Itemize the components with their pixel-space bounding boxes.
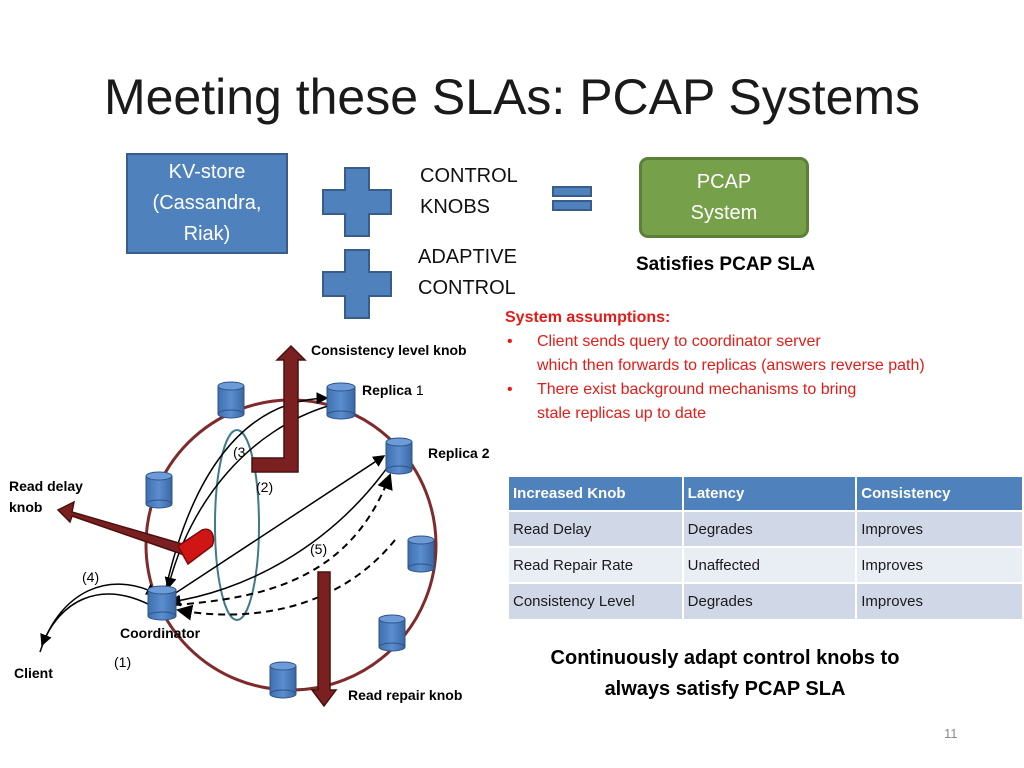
control-knobs-line-2: KNOBS: [420, 196, 491, 218]
read-repair-return-arrow: [176, 539, 396, 621]
table-cell: Consistency Level: [509, 582, 684, 619]
conclusion-line-2: always satisfy PCAP SLA: [604, 678, 846, 700]
assumptions-list: Client sends query to coordinator server…: [505, 330, 1005, 426]
kv-store-line-2: (Cassandra,: [152, 192, 262, 214]
adaptive-control-line-2: CONTROL: [418, 277, 516, 299]
response-arrow-replica2: [168, 460, 393, 607]
client-response-arrow: [40, 593, 151, 647]
table-row: Read Delay Degrades Improves: [509, 510, 1024, 547]
assumption-1-line-1: Client sends query to coordinator server: [537, 333, 821, 350]
satisfies-sla-label: Satisfies PCAP SLA: [636, 254, 816, 275]
column-header-consistency: Consistency: [856, 477, 1024, 511]
assumption-item: Client sends query to coordinator server…: [505, 330, 1005, 378]
assumption-2-line-1: There exist background mechanisms to bri…: [537, 381, 857, 398]
equals-icon-bottom: [552, 200, 592, 211]
assumptions-heading: System assumptions:: [505, 309, 671, 326]
server-cylinder: [217, 381, 245, 419]
conclusion-line-1: Continuously adapt control knobs to: [550, 647, 900, 669]
table-cell: Degrades: [682, 582, 858, 619]
plus-icon-1: [322, 167, 392, 237]
equals-icon-top: [552, 186, 592, 197]
table-cell: Read Delay: [509, 510, 684, 547]
read-delay-knob-label-1: Read delay: [9, 478, 83, 494]
adaptive-control-label: ADAPTIVE CONTROL: [418, 242, 517, 304]
table-cell: Improves: [856, 582, 1024, 619]
step-4-label: (4): [82, 569, 99, 585]
coordinator-ellipse: [214, 429, 260, 621]
request-arrow-replica2: [167, 455, 386, 599]
replica-2-label: Replica 2: [428, 445, 490, 461]
knob-effects-table: Increased Knob Latency Consistency Read …: [509, 477, 1024, 619]
table-row: Consistency Level Degrades Improves: [509, 582, 1024, 619]
step-3-label: (3: [233, 444, 246, 460]
plus-icon-2: [322, 249, 392, 319]
adaptive-control-line-1: ADAPTIVE: [418, 246, 517, 268]
assumption-2-line-2: stale replicas up to date: [537, 405, 706, 422]
table-row: Read Repair Rate Unaffected Improves: [509, 546, 1024, 583]
server-cylinders: [145, 381, 435, 699]
control-knobs-line-1: CONTROL: [420, 165, 518, 187]
pcap-system-box: PCAP System: [639, 157, 809, 238]
table-cell: Improves: [856, 510, 1024, 547]
server-cylinder: [145, 471, 173, 509]
step-5-label: (5): [310, 541, 327, 557]
server-cylinder: [378, 614, 406, 652]
read-delay-knob-label-2: knob: [9, 499, 42, 515]
kv-store-line-1: KV-store: [168, 161, 246, 183]
table-cell: Degrades: [682, 510, 858, 547]
consistency-knob-arrow: [251, 344, 307, 473]
read-delay-knob-handle: [177, 528, 215, 566]
kv-store-line-3: Riak): [183, 223, 231, 245]
read-repair-knob-arrow: [310, 571, 338, 708]
pcap-system-line-1: PCAP: [696, 170, 752, 193]
pcap-system-line-2: System: [690, 201, 758, 224]
page-number: 11: [944, 726, 958, 741]
column-header-latency: Latency: [682, 477, 858, 511]
read-repair-knob-label: Read repair knob: [348, 687, 462, 703]
client-label: Client: [14, 665, 53, 681]
control-knobs-label: CONTROL KNOBS: [420, 161, 518, 223]
system-assumptions: System assumptions: Client sends query t…: [505, 306, 1005, 426]
assumption-1-line-2: which then forwards to replicas (answers…: [537, 357, 925, 374]
response-arrow-replica1: [164, 405, 329, 590]
kv-store-box: KV-store (Cassandra, Riak): [126, 153, 288, 254]
slide-title: Meeting these SLAs: PCAP Systems: [103, 69, 921, 125]
replica-1-cylinder: [326, 382, 356, 420]
consistency-knob-label: Consistency level knob: [311, 342, 467, 358]
step-2-label: (2): [256, 479, 273, 495]
conclusion-text: Continuously adapt control knobs to alwa…: [520, 643, 930, 705]
table-cell: Improves: [856, 546, 1024, 583]
step-1-label: (1): [114, 654, 131, 670]
server-cylinder: [269, 661, 297, 699]
coordinator-cylinder: [147, 585, 177, 621]
replica-2-cylinder: [385, 437, 413, 475]
table-header-row: Increased Knob Latency Consistency: [509, 477, 1024, 511]
equation-symbols: [322, 167, 592, 319]
server-cylinder: [407, 535, 435, 573]
coordinator-label: Coordinator: [120, 625, 201, 641]
table-cell: Read Repair Rate: [509, 546, 684, 583]
read-delay-knob-arrow: [56, 500, 197, 559]
table-cell: Unaffected: [682, 546, 858, 583]
assumption-item: There exist background mechanisms to bri…: [505, 378, 1005, 426]
column-header-knob: Increased Knob: [509, 477, 684, 511]
